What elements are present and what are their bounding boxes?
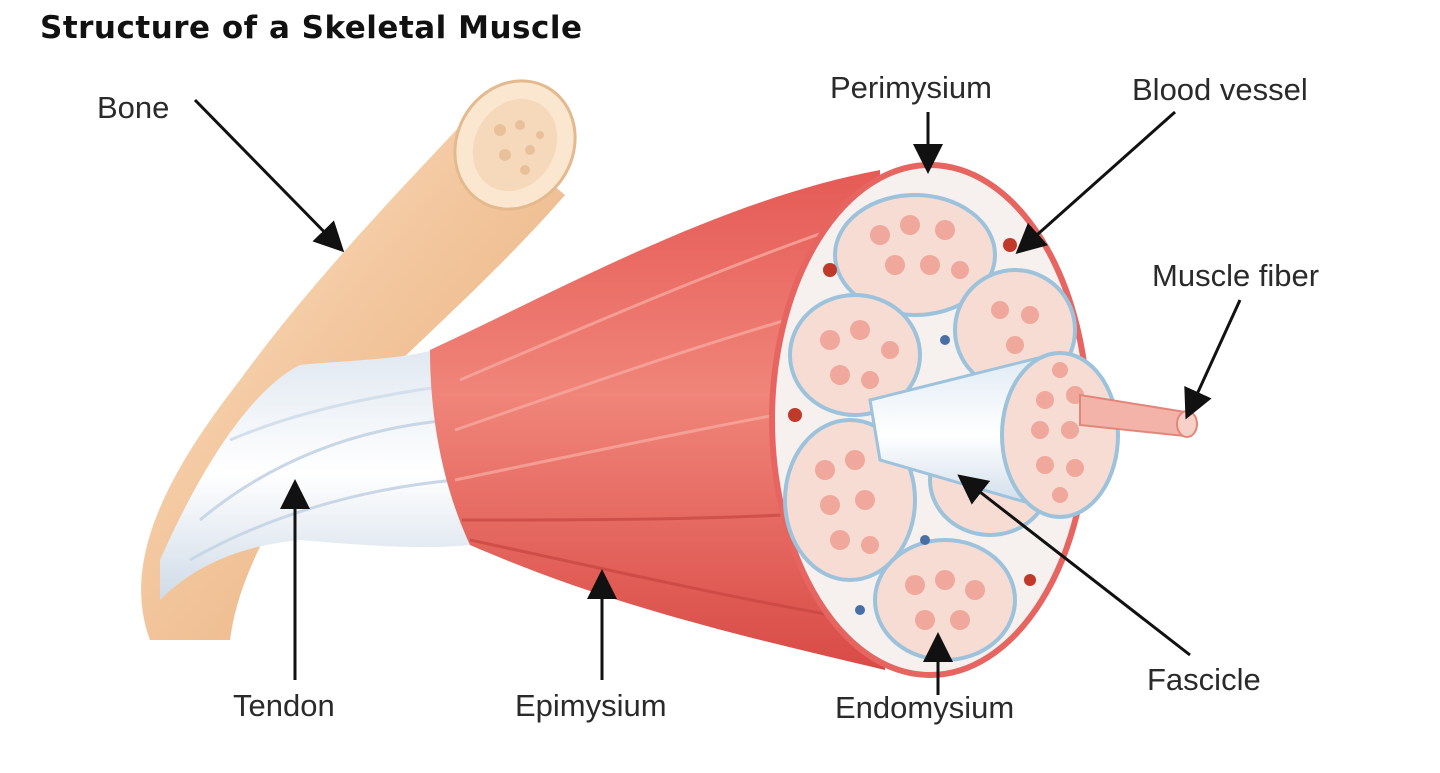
leader-lines <box>193 98 1242 695</box>
fascicle-arrow <box>957 474 1191 657</box>
diagram-title: Structure of a Skeletal Muscle <box>40 10 583 46</box>
label-tendon: Tendon <box>233 688 335 723</box>
tendon-shape <box>160 345 470 600</box>
muscle-fiber-arrow <box>1184 299 1242 420</box>
label-perimysium: Perimysium <box>830 70 992 105</box>
label-blood-vessel: Blood vessel <box>1132 72 1308 107</box>
bone-arrow <box>193 98 345 253</box>
muscle-belly <box>430 170 885 670</box>
label-muscle-fiber: Muscle fiber <box>1152 258 1320 293</box>
fascicle-cylinder <box>868 351 1120 519</box>
label-epimysium: Epimysium <box>515 688 667 723</box>
label-endomysium: Endomysium <box>835 690 1015 725</box>
label-fascicle: Fascicle <box>1147 662 1261 697</box>
label-bone: Bone <box>97 90 170 125</box>
blood-vessel-arrow <box>1015 110 1176 254</box>
muscle-fiber-shape <box>1079 393 1198 438</box>
